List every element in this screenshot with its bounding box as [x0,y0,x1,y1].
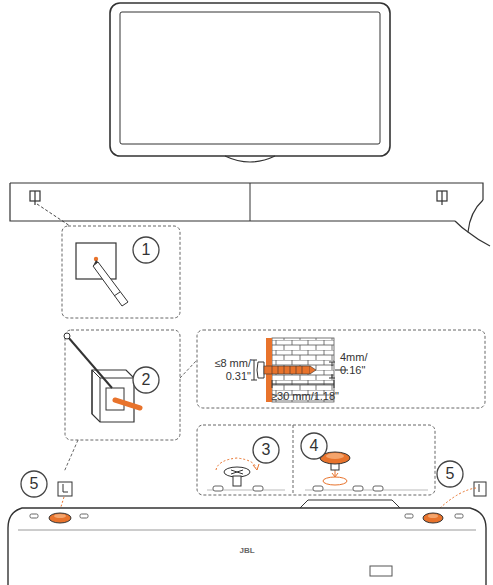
callout-number: 5 [436,460,464,482]
mounting-template [10,183,490,246]
callout-number: 4 [300,432,328,454]
callout-number: 3 [252,436,280,458]
callout-circle: 5 [20,470,48,498]
step-3-4-panel [197,425,435,495]
tv [110,3,390,162]
callout-number: 5 [20,470,48,492]
dimension-label: ≥30 mm/1.18" [250,390,360,403]
callout-number: 1 [132,236,160,258]
callout-number: 2 [132,366,160,388]
wall-anchor-dimension-panel [197,330,485,408]
callout-circle: 2 [132,366,160,394]
brand-logo: JBL [230,546,264,555]
callout-circle: 5 [436,460,464,488]
bracket-icons [58,482,486,510]
dimension-label: ≤8 mm/ 0.31" [205,357,251,382]
soundbar [8,500,486,585]
callout-circle: 4 [300,432,328,460]
step-1-panel [62,226,180,318]
step-2-panel [64,330,197,472]
callout-circle: 3 [252,436,280,464]
callout-circle: 1 [132,236,160,264]
dimension-label: 4mm/ 0.16" [340,351,388,376]
